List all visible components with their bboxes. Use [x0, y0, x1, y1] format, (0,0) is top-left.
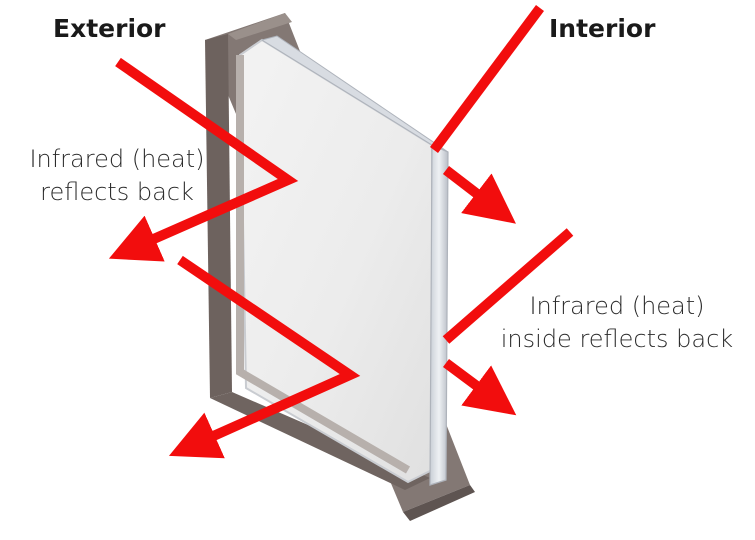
- infrared-arrows: [108, 5, 574, 459]
- exterior-note-line-1: Infrared (heat): [29, 145, 205, 173]
- exterior-arrow-bottom: [168, 255, 361, 459]
- interior-incoming-arrow-2: [442, 228, 574, 344]
- interior-pass-arrow-top: [442, 166, 516, 224]
- glass-top-edge: [260, 35, 449, 153]
- interior-incoming-arrow: [429, 5, 545, 153]
- interior-note-line-1: Infrared (heat): [529, 292, 705, 320]
- interior-note: Infrared (heat) inside reflects back: [492, 290, 742, 356]
- exterior-arrow-top: [108, 57, 299, 262]
- exterior-label: Exterior: [53, 14, 166, 43]
- interior-note-line-2: inside reflects back: [500, 325, 734, 353]
- exterior-note: Infrared (heat) reflects back: [18, 143, 216, 209]
- window-sash: [236, 55, 411, 474]
- exterior-note-line-2: reflects back: [40, 178, 194, 206]
- glass-edge: [429, 144, 449, 486]
- interior-pass-arrow-bottom: [443, 358, 517, 416]
- interior-label: Interior: [549, 14, 656, 43]
